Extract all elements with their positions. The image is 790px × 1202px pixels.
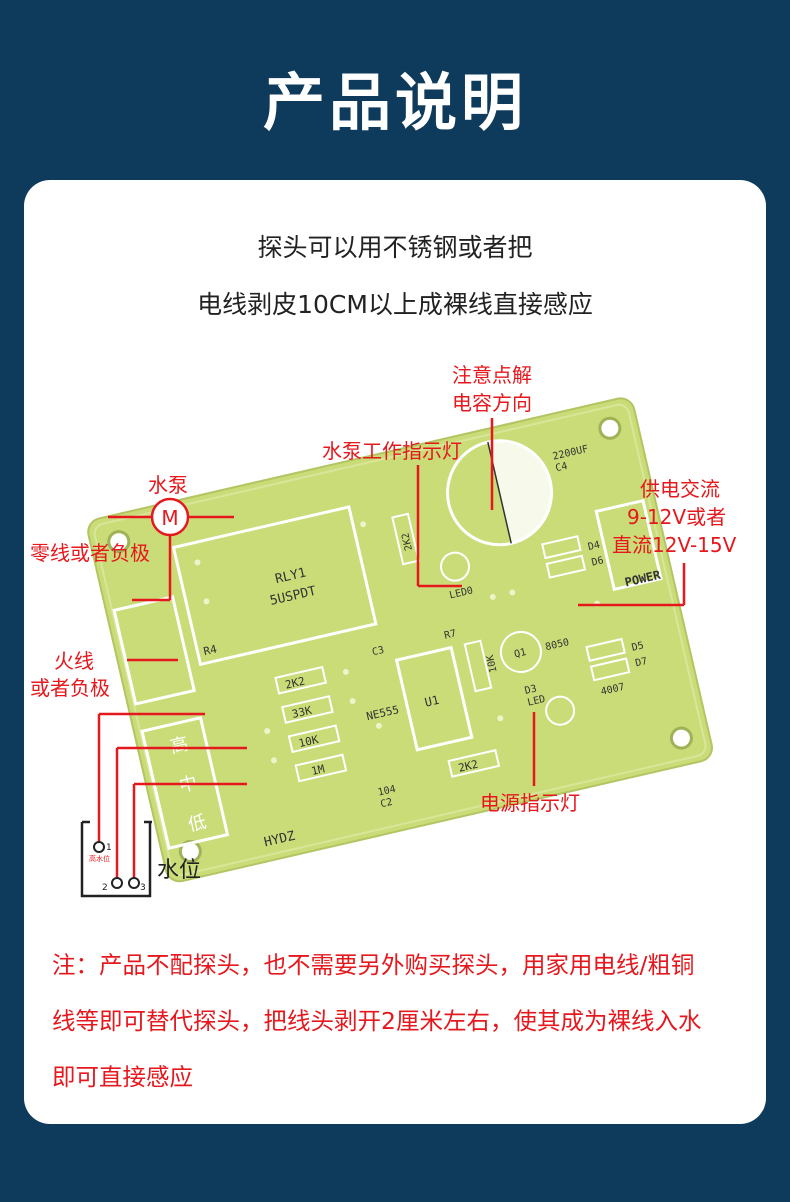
ref-c3: C3 bbox=[371, 645, 385, 658]
motor-icon bbox=[150, 497, 190, 537]
ref-led0: LED0 bbox=[448, 585, 474, 601]
probe-pin-1: 1 bbox=[106, 843, 112, 853]
neutral-label: 零线或者负极 bbox=[30, 541, 150, 565]
transistor-type: 8050 bbox=[544, 637, 570, 653]
power-supply-line3: 直流12V-15V bbox=[612, 533, 737, 557]
ref-d6: D6 bbox=[591, 555, 605, 568]
ref-led: LED bbox=[526, 694, 546, 709]
intro-line-2: 电线剥皮10CM以上成裸线直接感应 bbox=[197, 290, 593, 319]
resistor-4: 1M bbox=[310, 762, 326, 778]
resistor-3: 10K bbox=[297, 733, 320, 750]
level-high: 高 bbox=[168, 733, 190, 758]
motor-symbol: M bbox=[161, 506, 178, 530]
resistor-5: 2K2 bbox=[457, 758, 479, 775]
note-line-1: 注：产品不配探头，也不需要另外购买探头，用家用电线/粗铜 bbox=[52, 951, 695, 979]
water-container-icon: 1 2 3 高水位 bbox=[80, 820, 152, 898]
intro-line-1: 探头可以用不锈钢或者把 bbox=[257, 233, 533, 262]
water-level-label: 水位 bbox=[157, 858, 202, 883]
live-label-line2: 或者负极 bbox=[30, 676, 110, 700]
ref-d3: D3 bbox=[524, 684, 538, 697]
cap-note-line2: 电容方向 bbox=[452, 391, 532, 415]
probe-high-label: 高水位 bbox=[89, 854, 110, 863]
ic-ref: U1 bbox=[423, 693, 440, 710]
pump-label: 水泵 bbox=[148, 473, 188, 497]
ref-d4: D4 bbox=[587, 540, 601, 553]
diode-type: 4007 bbox=[600, 682, 626, 698]
power-supply-line2: 9-12V或者 bbox=[627, 505, 727, 529]
board-name: HYDZ bbox=[263, 829, 297, 851]
probe-pin-3: 3 bbox=[140, 883, 146, 893]
page-title: 产品说明 bbox=[262, 66, 527, 139]
probe-pin-2: 2 bbox=[102, 883, 108, 893]
resistor-7: 2K2 bbox=[400, 532, 415, 552]
relay-label: RLY1 bbox=[274, 566, 308, 588]
resistor-1: 2K2 bbox=[284, 675, 306, 692]
ref-c2: C2 bbox=[379, 797, 393, 810]
resistor-6: 10K bbox=[485, 654, 500, 674]
power-indicator-label: 电源指示灯 bbox=[480, 791, 580, 815]
ref-r4: R4 bbox=[202, 642, 218, 658]
annotation-lines bbox=[97, 418, 686, 880]
ref-d5: D5 bbox=[631, 640, 645, 653]
cap-104: 104 bbox=[377, 784, 397, 799]
ref-q1: Q1 bbox=[513, 647, 527, 660]
note-line-3: 即可直接感应 bbox=[52, 1063, 193, 1091]
live-label-line1: 火线 bbox=[54, 649, 94, 673]
level-low: 低 bbox=[186, 811, 208, 836]
power-supply-line1: 供电交流 bbox=[640, 477, 720, 501]
pump-indicator-label: 水泵工作指示灯 bbox=[322, 439, 462, 463]
pcb-board: RLY1 5USPDT R4 高 中 低 HYDZ U1 NE555 2K2 3… bbox=[87, 397, 713, 883]
cap-note-line1: 注意点解 bbox=[452, 363, 532, 387]
resistor-2: 33K bbox=[291, 704, 314, 721]
ref-c4: C4 bbox=[554, 461, 568, 474]
note-line-2: 线等即可替代探头，把线头剥开2厘米左右，使其成为裸线入水 bbox=[52, 1007, 702, 1035]
ref-d7: D7 bbox=[634, 656, 648, 669]
ref-r7: R7 bbox=[443, 628, 457, 641]
